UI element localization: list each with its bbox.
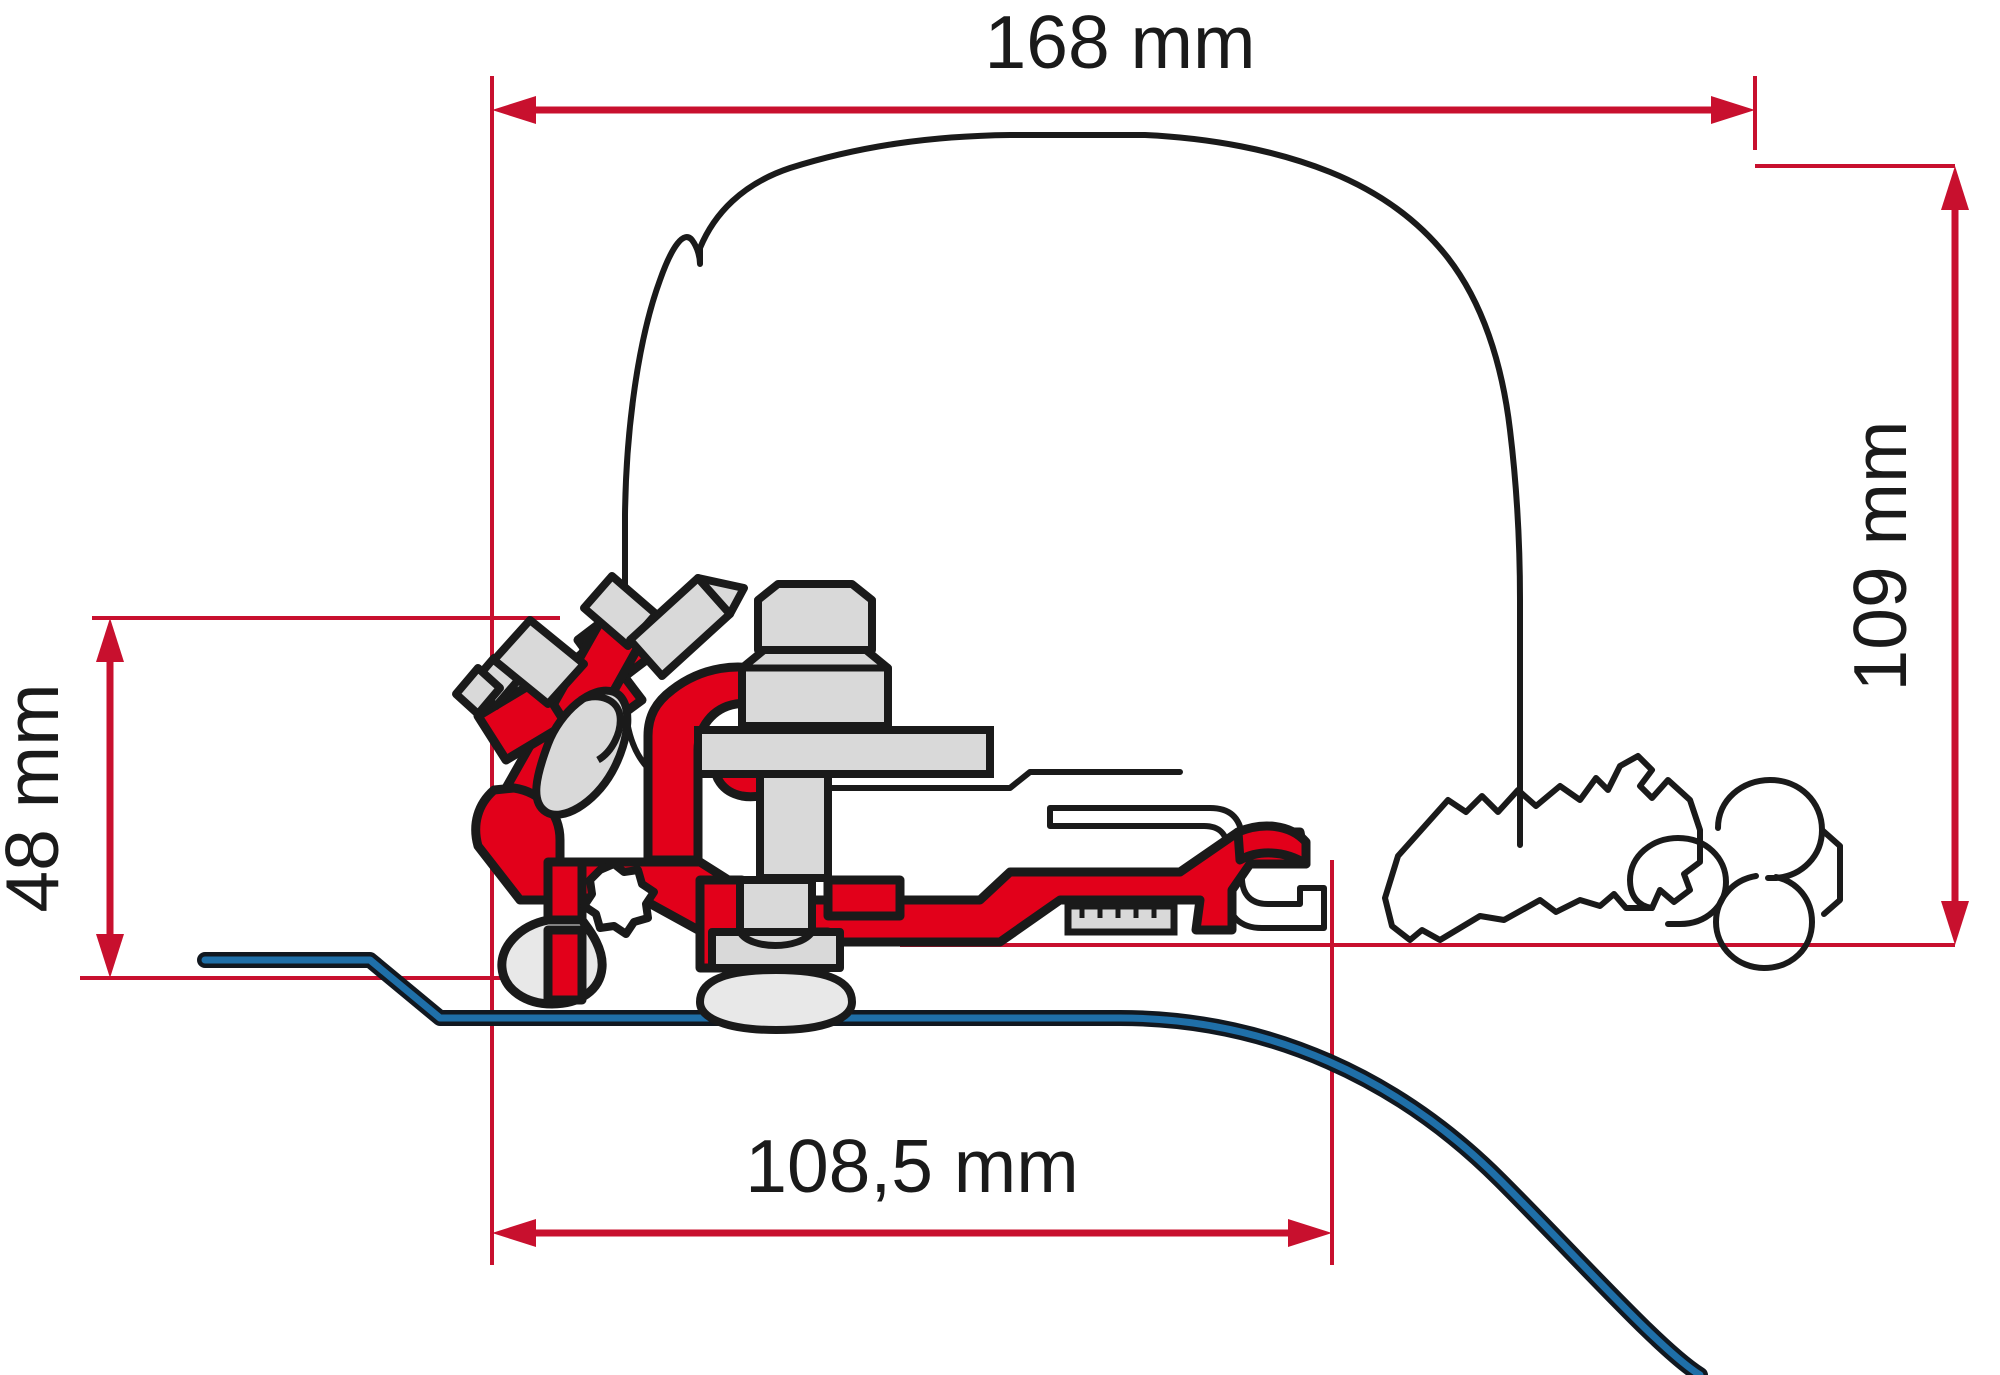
roof-panel-core — [201, 956, 1704, 1375]
upper-bolt-tip — [694, 574, 748, 618]
oval-washer-assembly — [532, 686, 632, 819]
lower-dome-nut — [696, 966, 856, 1034]
bolt-assembly-center — [694, 580, 994, 882]
dimension-label-48: 48 mm — [0, 683, 74, 912]
dimension-label-109: 109 mm — [1838, 421, 1922, 692]
dimension-48mm: 48 mm — [0, 618, 124, 978]
center-washer-plate — [694, 726, 994, 778]
serrated-pad — [1064, 902, 1178, 936]
left-bolt-washer — [452, 664, 504, 718]
dimension-109mm: 109 mm — [1838, 166, 1969, 945]
arrowhead-left-108 — [492, 1219, 536, 1247]
dimension-108-5mm: 108,5 mm — [492, 1124, 1332, 1247]
roof-outer-contour — [622, 132, 1523, 848]
arrowhead-right-168 — [1711, 96, 1755, 124]
bracket-rail-hook — [1233, 821, 1311, 869]
bolt-assembly-left — [452, 616, 588, 718]
oval-washer-inner-edge — [578, 693, 624, 764]
bolt-assembly-upper — [580, 572, 748, 680]
rail-main-extrusion — [1382, 753, 1703, 943]
dimension-label-168: 168 mm — [985, 0, 1256, 84]
keder-channel-lower-right — [1713, 873, 1815, 971]
bolt-assembly-lower — [696, 876, 856, 1034]
bracket-knurl-detail — [580, 860, 658, 938]
dimension-label-108-5: 108,5 mm — [745, 1124, 1078, 1208]
roof-panel-line — [197, 952, 1708, 1375]
bracket-foot-core — [543, 925, 587, 1005]
arrowhead-top-48 — [96, 618, 124, 662]
bracket-lower-c-top — [823, 875, 905, 921]
left-bolt-nut — [490, 616, 588, 708]
arrowhead-bottom-48 — [96, 934, 124, 978]
arrowhead-left-168 — [492, 96, 536, 124]
keder-tail — [1819, 827, 1843, 917]
center-bolt-shank — [756, 770, 832, 882]
center-hex-nut-upper — [754, 580, 876, 654]
center-hex-nut — [738, 646, 892, 730]
arrowhead-bottom-109 — [1941, 901, 1969, 945]
pad-teeth — [1079, 906, 1157, 918]
keder-channel-upper — [1715, 777, 1825, 881]
arrowhead-top-109 — [1941, 166, 1969, 210]
dimension-168mm: 168 mm — [492, 0, 1755, 124]
lower-hex-nut — [708, 928, 844, 972]
arrowhead-right-108 — [1288, 1219, 1332, 1247]
dimension-extension-lines — [80, 76, 1955, 1265]
lower-nut-chamfer — [736, 929, 815, 949]
